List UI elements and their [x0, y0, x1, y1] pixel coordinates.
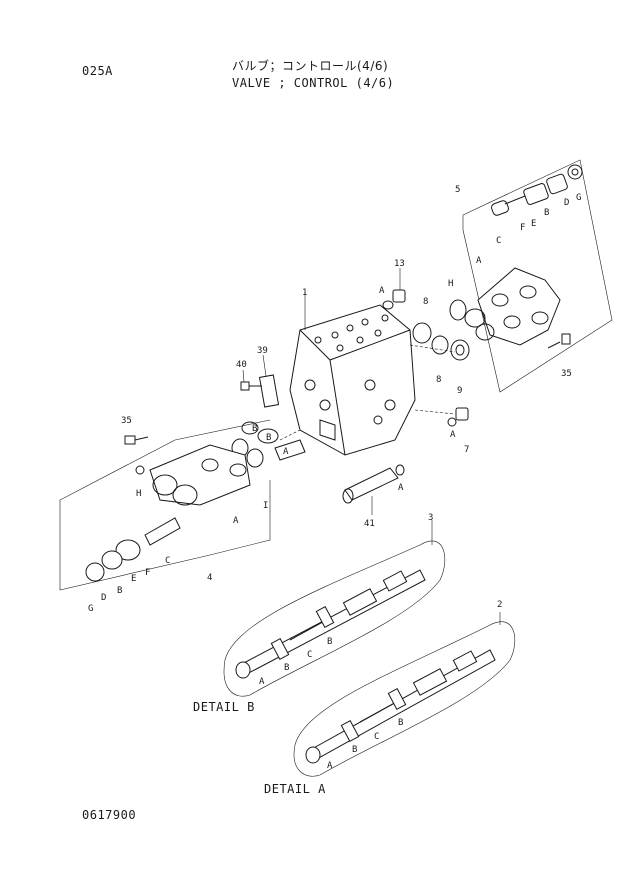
callout-4: 4 [207, 573, 212, 583]
label-r5-H: H [448, 279, 453, 289]
label-r5-D: D [564, 198, 569, 208]
document-number: 0617900 [82, 808, 137, 822]
label-r41-A: A [398, 483, 404, 493]
label-r4-F: F [145, 568, 150, 578]
label-r4-A: A [233, 516, 239, 526]
label-d3-B1: B [284, 663, 289, 673]
label-r4-D: D [101, 593, 106, 603]
callout-7: 7 [464, 445, 469, 455]
callout-3: 3 [428, 513, 433, 523]
callout-39: 39 [257, 346, 268, 356]
callout-8a: 8 [423, 297, 428, 307]
drawing-code: 025A [82, 64, 113, 78]
callout-5: 5 [455, 185, 460, 195]
label-mid-B2: B [266, 433, 271, 443]
detail-b-spool [223, 520, 446, 697]
label-r13-A: A [379, 286, 385, 296]
plugs-8-9 [409, 322, 470, 361]
label-d2-B1: B [352, 745, 357, 755]
assembly-5-outline [462, 159, 613, 393]
middle-seals [231, 421, 306, 468]
label-d2-A: A [327, 761, 333, 771]
label-r5-B: B [544, 208, 549, 218]
label-d3-C: C [307, 650, 312, 660]
label-mid-B1: B [252, 424, 257, 434]
label-mid-A: A [283, 447, 289, 457]
label-r4-H: H [136, 489, 141, 499]
callout-40: 40 [236, 360, 247, 370]
callout-1: 1 [302, 288, 307, 298]
label-r5-C: C [496, 236, 501, 246]
plug-7 [414, 407, 469, 427]
callout-I: I [263, 501, 268, 511]
detail-a-label: DETAIL A [264, 782, 326, 796]
label-r5-G: G [576, 193, 581, 203]
label-r4-E: E [131, 574, 136, 584]
callout-35a: 35 [121, 416, 132, 426]
callout-13: 13 [394, 259, 405, 269]
label-d3-A: A [259, 677, 265, 687]
title-english: VALVE ; CONTROL (4/6) [232, 76, 395, 90]
assembly-4-outline [59, 419, 271, 591]
label-d3-B2: B [327, 637, 332, 647]
label-r5-F: F [520, 223, 525, 233]
assembly-4-parts [85, 435, 251, 582]
detail-b-label: DETAIL B [193, 700, 255, 714]
title-japanese: バルブ；コントロール(4/6) [232, 59, 389, 73]
label-r7-A: A [450, 430, 456, 440]
label-r5-A: A [476, 256, 482, 266]
label-r4-C: C [165, 556, 170, 566]
label-d2-C: C [374, 732, 379, 742]
callout-9: 9 [457, 386, 462, 396]
callout-35b: 35 [561, 369, 572, 379]
main-valve-body [289, 304, 416, 456]
label-r4-G: G [88, 604, 93, 614]
plate-39-bolt-40 [240, 354, 280, 408]
callout-2: 2 [497, 600, 502, 610]
label-r4-B: B [117, 586, 122, 596]
detail-a-spool [293, 612, 516, 777]
plug-13 [382, 268, 406, 310]
callout-8b: 8 [436, 375, 441, 385]
assembly-5-parts [449, 164, 583, 349]
spool-41 [342, 464, 405, 515]
label-r5-E: E [531, 219, 536, 229]
label-d2-B2: B [398, 718, 403, 728]
callout-41: 41 [364, 519, 375, 529]
